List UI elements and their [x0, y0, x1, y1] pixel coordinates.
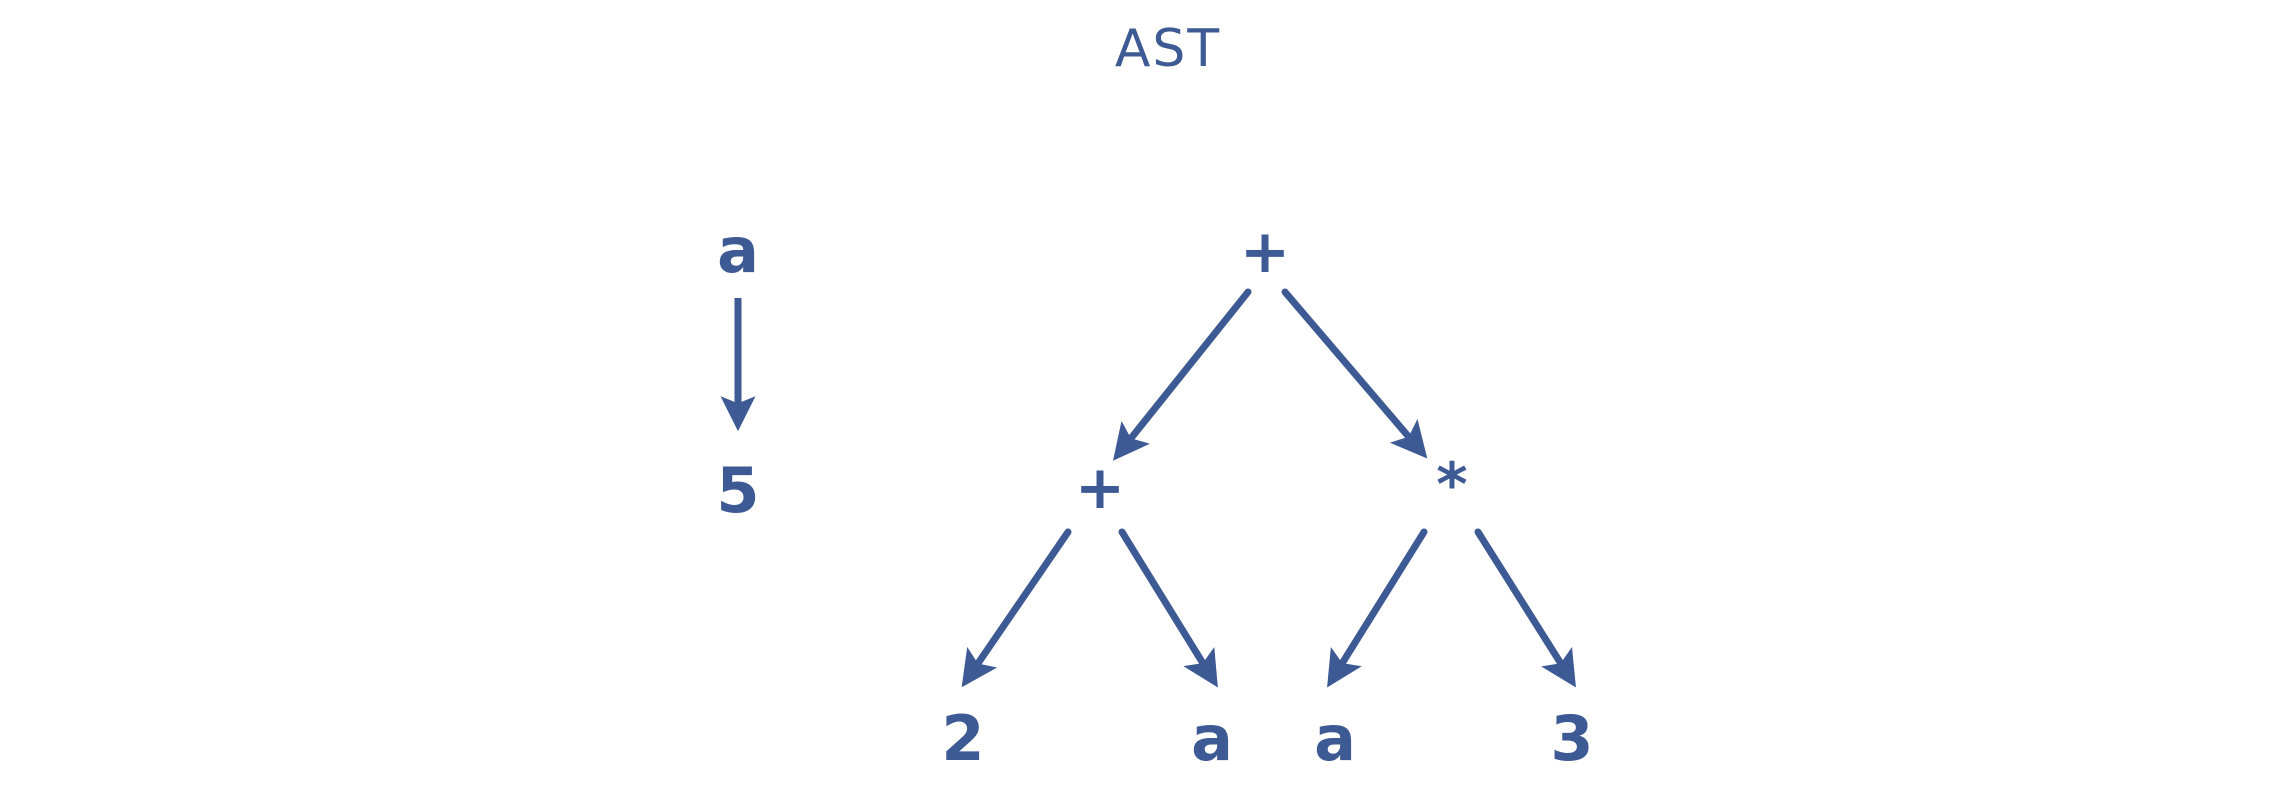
- node-leaf-2: 2: [941, 702, 984, 775]
- env-variable-label: a: [717, 214, 759, 287]
- edge-root-to-right-times: [1281, 288, 1428, 459]
- edge-left-plus-to-leaf-2: [961, 528, 1072, 688]
- edge-times-to-leaf-3: [1474, 528, 1576, 688]
- edge-root-to-left-plus: [1113, 288, 1252, 461]
- node-right-times: *: [1436, 450, 1467, 520]
- tree-edges-group: [961, 288, 1576, 688]
- tree-nodes-group: + + * 2 a a 3: [941, 217, 1593, 775]
- edge-left-plus-to-leaf-a: [1118, 528, 1218, 688]
- node-leaf-a-left: a: [1191, 702, 1233, 775]
- node-leaf-a-right: a: [1314, 702, 1356, 775]
- env-value-label: 5: [716, 454, 759, 527]
- environment-binding-group: a 5: [716, 214, 759, 527]
- edge-times-to-leaf-a: [1327, 528, 1428, 688]
- page-title: AST: [1115, 19, 1221, 79]
- node-leaf-3: 3: [1550, 702, 1593, 775]
- node-left-plus: +: [1075, 453, 1125, 523]
- node-root-plus: +: [1240, 217, 1290, 287]
